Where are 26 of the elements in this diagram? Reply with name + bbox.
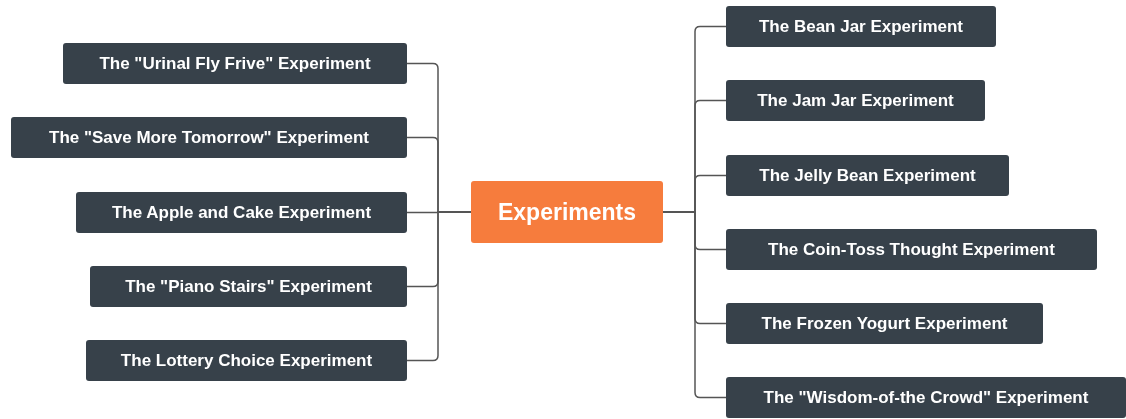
topic-box [726, 229, 1097, 270]
topic-text: The "Save More Tomorrow" Experiment [49, 127, 369, 148]
topic-text: The Jam Jar Experiment [757, 90, 954, 111]
topic-text: The "Wisdom-of-the Crowd" Experiment [763, 387, 1089, 408]
topic-text: The "Urinal Fly Frive" Experiment [99, 53, 371, 74]
topic-box [86, 340, 407, 381]
connector-line [406, 211, 472, 362]
topic-text: The Apple and Cake Experiment [111, 202, 372, 223]
connector-line [662, 211, 727, 399]
topic-box [726, 6, 996, 47]
topic-text: Experiments [497, 198, 637, 226]
topic-text: The Jelly Bean Experiment [759, 165, 976, 186]
topic-box [63, 43, 407, 84]
central-topic-box [471, 181, 663, 243]
topic-text: The Bean Jar Experiment [758, 16, 964, 37]
topic-box [726, 155, 1009, 196]
topic-box [76, 192, 407, 233]
topic-text: The "Piano Stairs" Experiment [125, 276, 372, 297]
topic-box [726, 80, 985, 121]
topic-box [726, 377, 1126, 418]
topic-box [11, 117, 407, 158]
topic-text: The Coin-Toss Thought Experiment [768, 239, 1055, 260]
topic-text: The Lottery Choice Experiment [120, 350, 373, 371]
topic-box [726, 303, 1043, 344]
topic-box [90, 266, 407, 307]
topic-text: The Frozen Yogurt Experiment [761, 313, 1008, 334]
